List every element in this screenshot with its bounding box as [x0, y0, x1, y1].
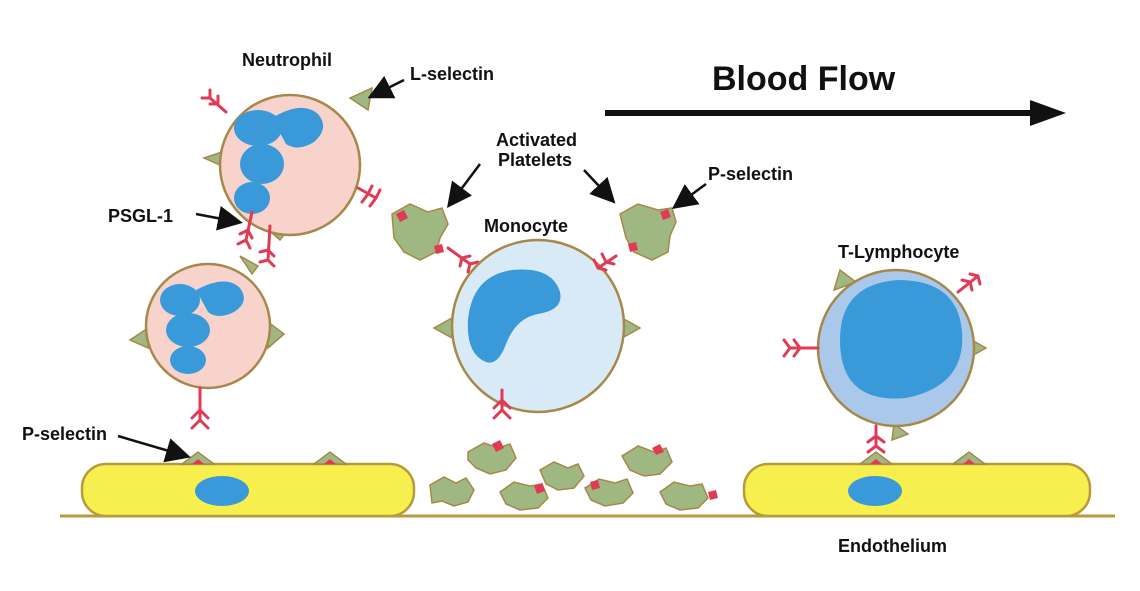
platelet-right: [619, 203, 677, 261]
t-lymphocyte: [782, 268, 988, 454]
endothelium-label: Endothelium: [838, 536, 947, 556]
psgl1-label: PSGL-1: [108, 206, 173, 226]
p-selectin-top-label: P-selectin: [708, 164, 793, 184]
monocyte-label: Monocyte: [484, 216, 568, 236]
leader-arrows: [117, 75, 707, 463]
blood-flow-arrow: [605, 100, 1066, 126]
p-selectin-bottom-label: P-selectin: [22, 424, 107, 444]
blood-flow-label: Blood Flow: [712, 60, 896, 98]
monocyte: [432, 238, 642, 420]
psgl1-bridge: [236, 210, 276, 268]
adherent-platelets: [429, 440, 718, 511]
platelet-left: [391, 203, 449, 261]
platelets-label: Platelets: [498, 150, 572, 170]
t-lymphocyte-label: T-Lymphocyte: [838, 242, 959, 262]
platelet-left-ligand: [446, 246, 480, 274]
endothelial-cell-left: [80, 451, 416, 518]
l-selectin-label: L-selectin: [410, 64, 494, 84]
neutrophil-upper: [200, 86, 382, 242]
endothelial-cell-right: [742, 451, 1092, 518]
activated-label: Activated: [496, 130, 577, 150]
neutrophil-lower: [128, 255, 286, 430]
neutrophil-label: Neutrophil: [242, 50, 332, 70]
